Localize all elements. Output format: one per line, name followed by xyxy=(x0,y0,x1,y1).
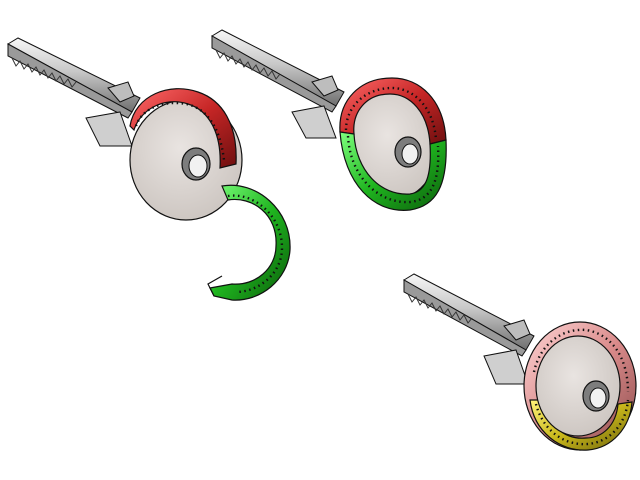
key-blade-lower xyxy=(7,43,133,119)
key-assembly-open[interactable] xyxy=(6,37,291,301)
ring-green-tip xyxy=(207,275,223,297)
split-ring-icon xyxy=(339,77,447,211)
split-ring-icon xyxy=(129,88,291,301)
key-shoulder xyxy=(107,81,135,103)
key-hole-inner xyxy=(401,143,419,165)
ring-red-arc xyxy=(129,88,237,169)
key-hole-inner xyxy=(188,154,208,178)
ring-green-coil xyxy=(209,184,291,301)
ring-red-dots xyxy=(344,86,438,141)
key-icon xyxy=(6,37,243,221)
key-shoulder xyxy=(311,75,339,97)
key-teeth xyxy=(407,293,473,324)
key-teeth xyxy=(11,57,77,88)
split-ring-icon xyxy=(523,321,637,451)
key-hole-inner xyxy=(589,387,607,409)
key-icon xyxy=(211,29,439,201)
ring-green-arc xyxy=(339,131,447,211)
key-assembly-final[interactable] xyxy=(403,273,637,451)
key-shoulder xyxy=(503,319,531,341)
key-assembly-closed[interactable] xyxy=(211,29,447,211)
key-head xyxy=(535,335,621,437)
key-teeth xyxy=(215,49,281,80)
key-shoulder-lower xyxy=(291,105,337,139)
ring-gold-dots xyxy=(534,399,630,446)
ring-red-dots xyxy=(134,101,226,161)
ring-green-dots xyxy=(346,135,440,204)
ring-green-dots xyxy=(227,194,284,294)
key-shoulder-lower xyxy=(85,111,133,147)
key-icon xyxy=(403,273,535,385)
